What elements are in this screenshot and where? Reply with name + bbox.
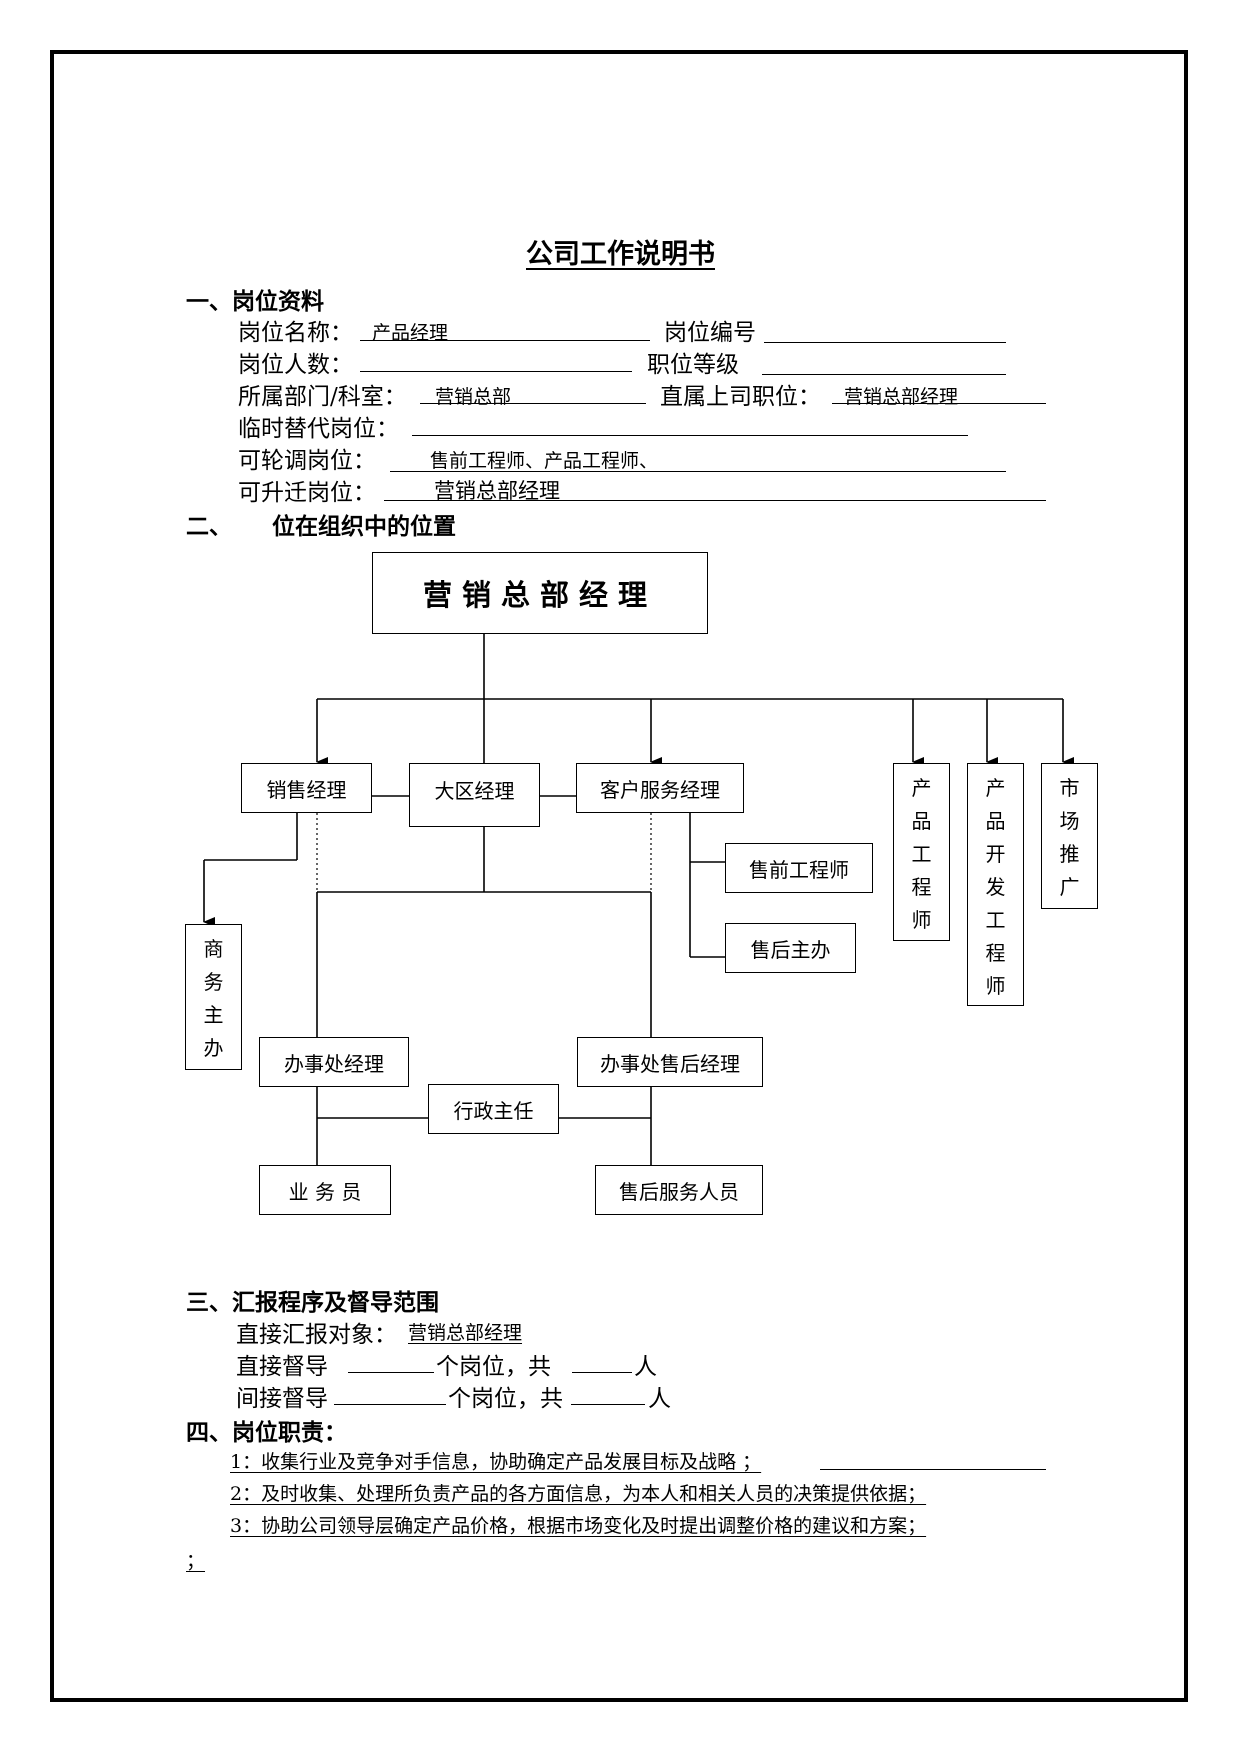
grade-label: 职位等级 — [647, 352, 739, 378]
org-node-cs-manager: 客户服务经理 — [576, 763, 744, 813]
dept-underline — [420, 403, 646, 404]
promotion-label: 可升迁岗位： — [238, 480, 376, 506]
grade-field[interactable] — [762, 374, 1006, 375]
temp-post-field[interactable] — [412, 435, 968, 436]
direct-supervision-count-field[interactable] — [572, 1372, 632, 1373]
org-node-salesman: 业 务 员 — [259, 1165, 391, 1215]
page-border — [50, 50, 1188, 1702]
duty-item-1-underline — [820, 1469, 1046, 1470]
section-4-heading: 四、岗位职责： — [186, 1420, 347, 1446]
superior-underline — [832, 403, 1046, 404]
post-name-underline — [360, 340, 650, 341]
duty-item-1: 1：收集行业及竞争对手信息，协助确定产品发展目标及战略 ； — [230, 1451, 762, 1473]
dept-label: 所属部门/科室： — [238, 384, 407, 410]
document-title: 公司工作说明书 — [526, 239, 715, 270]
org-node-product-dev-engineer: 产品开发工程师 — [967, 763, 1024, 1006]
indirect-supervision-unit: 人 — [648, 1386, 671, 1412]
post-name-label: 岗位名称： — [238, 320, 353, 346]
section-2-heading: 位在组织中的位置 — [272, 514, 456, 540]
superior-label: 直属上司职位： — [660, 384, 821, 410]
org-node-product-engineer: 产品工程师 — [893, 763, 950, 941]
rotation-value: 售前工程师、产品工程师、 — [430, 450, 659, 472]
direct-supervision-posts-text: 个岗位，共 — [436, 1354, 551, 1380]
direct-supervision-unit: 人 — [634, 1354, 657, 1380]
superior-value: 营销总部经理 — [844, 386, 959, 408]
section-2-number: 二、 — [186, 514, 232, 540]
org-node-office-manager: 办事处经理 — [259, 1037, 409, 1087]
org-node-region-manager: 大区经理 — [409, 763, 540, 827]
direct-supervision-posts-field[interactable] — [348, 1372, 434, 1373]
direct-supervision-label: 直接督导 — [236, 1354, 328, 1380]
headcount-field[interactable] — [360, 371, 632, 372]
org-node-presales-engineer: 售前工程师 — [725, 843, 873, 893]
headcount-label: 岗位人数： — [238, 352, 353, 378]
post-no-field[interactable] — [764, 342, 1006, 343]
org-node-admin-director: 行政主任 — [428, 1084, 559, 1134]
promotion-underline — [384, 500, 1046, 501]
trailing-mark: ； — [186, 1550, 206, 1572]
duty-item-2: 2：及时收集、处理所负责产品的各方面信息，为本人和相关人员的决策提供依据； — [230, 1483, 927, 1505]
post-name-value: 产品经理 — [372, 322, 449, 344]
org-node-aftersales-lead: 售后主办 — [725, 923, 856, 973]
post-no-label: 岗位编号 — [664, 320, 756, 346]
org-node-office-aftersales-manager: 办事处售后经理 — [577, 1037, 763, 1087]
indirect-supervision-posts-field[interactable] — [334, 1404, 446, 1405]
section-3-heading: 三、汇报程序及督导范围 — [186, 1290, 439, 1316]
rotation-underline — [390, 471, 1006, 472]
org-node-aftersales-staff: 售后服务人员 — [595, 1165, 763, 1215]
temp-post-label: 临时替代岗位： — [238, 416, 399, 442]
dept-value: 营销总部 — [435, 386, 512, 408]
org-node-marketing: 市场推广 — [1041, 763, 1098, 909]
direct-report-label: 直接汇报对象： — [236, 1322, 397, 1348]
org-node-sales-manager: 销售经理 — [241, 763, 372, 813]
org-node-top-manager: 营销总部经理 — [372, 552, 708, 634]
indirect-supervision-posts-text: 个岗位，共 — [448, 1386, 563, 1412]
indirect-supervision-count-field[interactable] — [571, 1404, 645, 1405]
rotation-label: 可轮调岗位： — [238, 448, 376, 474]
org-node-business-lead: 商务主办 — [185, 924, 242, 1070]
section-1-heading: 一、岗位资料 — [186, 289, 324, 315]
duty-item-3: 3：协助公司领导层确定产品价格，根据市场变化及时提出调整价格的建议和方案； — [230, 1515, 927, 1537]
promotion-value: 营销总部经理 — [434, 479, 560, 503]
indirect-supervision-label: 间接督导 — [236, 1386, 328, 1412]
direct-report-value: 营销总部经理 — [408, 1322, 523, 1344]
